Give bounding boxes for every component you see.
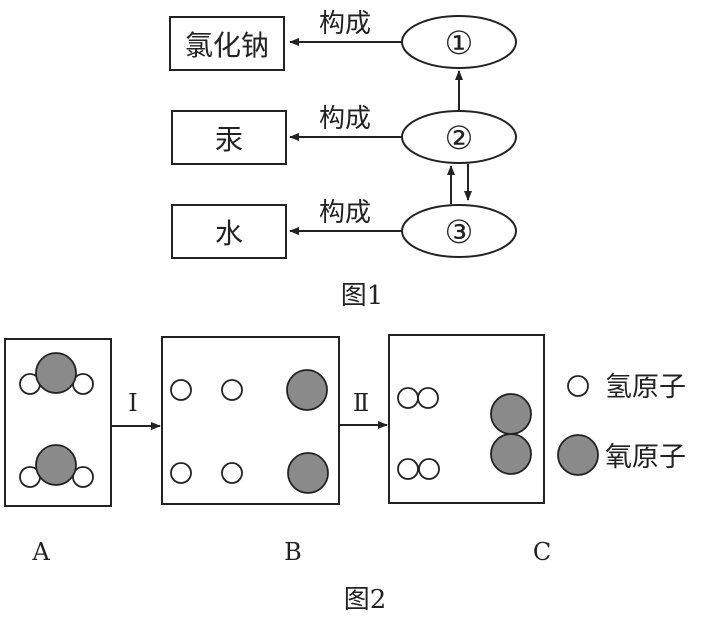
hydrogen-atom [221,379,243,401]
oxygen-molecule [490,393,532,475]
hydrogen-molecule [397,387,439,409]
legend: 氢原子 氧原子 [557,372,686,476]
particle-node-2: ② [401,110,517,164]
particle-node-1: ① [401,15,517,69]
oxygen-atom-icon [557,434,599,476]
oxygen-atom [286,369,328,411]
particle-label-2: ② [445,119,474,157]
step-2-label: Ⅱ [353,389,369,417]
figure-2: Ⅰ Ⅱ [4,334,686,615]
hydrogen-atom [397,458,419,480]
hydrogen-atom-icon [567,375,589,397]
panel-label-a: A [31,538,50,566]
substance-box-water: 水 [171,204,287,259]
particle-node-3: ③ [401,204,517,258]
particle-label-3: ③ [445,213,474,251]
hydrogen-atom [397,387,419,409]
composes-label-1: 构成 [319,9,371,39]
panel-a [4,338,112,507]
panel-c [388,334,545,504]
composes-label-2: 构成 [319,104,371,134]
legend-item-oxygen: 氧原子 [557,434,686,476]
figure-2-caption: 图2 [344,585,387,615]
hydrogen-atom [417,387,439,409]
figure-1: 氯化钠 汞 水 构成 构成 构成 ① ② ③ [169,9,517,311]
legend-label-hydrogen: 氢原子 [605,372,686,403]
panel-b [161,336,340,505]
oxygen-atom [35,444,77,486]
legend-label-oxygen: 氧原子 [605,442,686,473]
substance-label-mercury: 汞 [215,123,243,156]
panel-label-b: B [284,538,302,566]
substance-label-water: 水 [215,217,243,250]
hydrogen-atom [170,379,192,401]
hydrogen-atom [221,462,243,484]
water-molecule [19,444,94,488]
hydrogen-atom [418,458,440,480]
legend-item-hydrogen: 氢原子 [567,372,686,403]
substance-label-nacl: 氯化钠 [185,29,269,62]
figure-1-caption: 图1 [341,281,384,311]
hydrogen-atom [170,462,192,484]
oxygen-atom [490,393,532,435]
water-molecule [19,352,94,395]
substance-box-nacl: 氯化钠 [169,16,285,71]
substance-box-mercury: 汞 [171,110,287,165]
oxygen-atom [490,433,532,475]
step-1-label: Ⅰ [128,389,137,417]
particle-label-1: ① [445,24,474,62]
oxygen-atom [287,452,329,494]
composes-label-3: 构成 [319,198,371,228]
hydrogen-molecule [397,458,440,480]
panel-label-c: C [533,538,551,566]
oxygen-atom [35,352,77,394]
